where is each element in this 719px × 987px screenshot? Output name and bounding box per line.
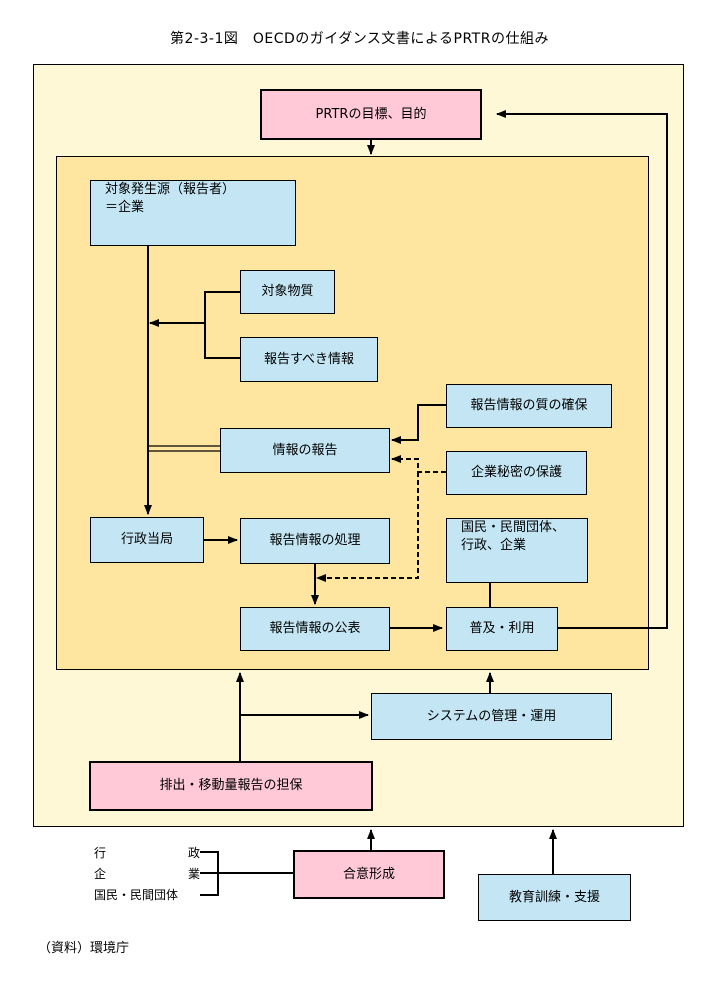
prtr-goal-box: PRTRの目標、目的 — [260, 89, 482, 140]
education-box: 教育訓練・支援 — [478, 874, 631, 921]
confidentiality-to-processing-arrow — [316, 472, 419, 582]
stakeholders-line1: 国民・民間団体、 — [461, 520, 566, 535]
participant-business-a: 企 — [94, 867, 107, 881]
source-box: 対象発生源（報告者） ＝企業 — [90, 180, 296, 246]
feedback-line — [496, 110, 668, 629]
administration-box: 行政当局 — [90, 517, 204, 563]
quality-assurance-box: 報告情報の質の確保 — [446, 384, 612, 428]
participant-government-b: 政 — [187, 846, 200, 860]
emission-assurance-box: 排出・移動量報告の担保 — [89, 761, 373, 811]
processing-box: 報告情報の処理 — [240, 518, 390, 564]
info-report-box: 情報の報告 — [220, 428, 390, 473]
participant-business: 企 業 — [94, 865, 200, 882]
dissemination-box: 普及・利用 — [446, 607, 558, 651]
confidentiality-to-info-arrow — [391, 455, 446, 473]
source-line2: ＝企業 — [105, 200, 145, 215]
source-note: （資料）環境庁 — [38, 941, 130, 956]
participant-citizens: 国民・民間団体 — [94, 888, 179, 902]
participant-government: 行 政 — [94, 844, 200, 861]
quality-arrow — [391, 404, 446, 444]
participant-government-a: 行 — [94, 846, 107, 860]
stakeholders-line2: 行政、企業 — [461, 538, 527, 553]
stakeholders-box: 国民・民間団体、 行政、企業 — [446, 518, 588, 583]
consensus-box: 合意形成 — [293, 850, 445, 899]
source-info-double-line — [148, 445, 220, 452]
confidentiality-box: 企業秘密の保護 — [446, 451, 587, 495]
target-substances-box: 対象物質 — [240, 270, 335, 314]
figure-title: 第2-3-1図 OECDのガイダンス文書によるPRTRの仕組み — [170, 31, 549, 47]
participant-business-b: 業 — [187, 867, 200, 881]
source-line1: 対象発生源（報告者） — [105, 182, 236, 197]
substances-bracket — [204, 291, 240, 359]
publication-box: 報告情報の公表 — [240, 607, 390, 651]
system-management-box: システムの管理・運用 — [371, 693, 612, 740]
info-to-report-box: 報告すべき情報 — [240, 337, 378, 382]
